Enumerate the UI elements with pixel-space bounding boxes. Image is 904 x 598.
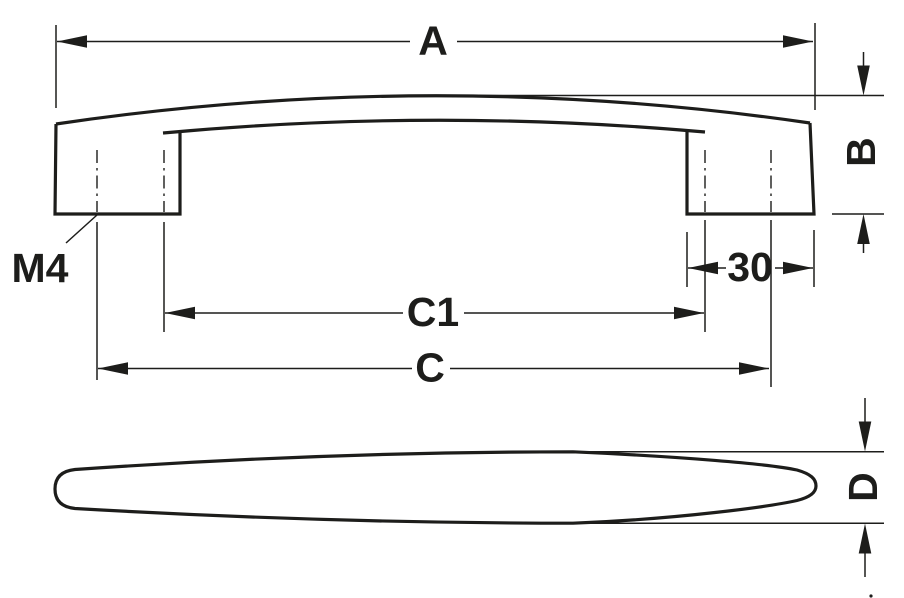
dim-D-arrow-bottom xyxy=(858,523,872,554)
m4-leader-line xyxy=(65,214,98,244)
dim-A-arrow-right xyxy=(783,35,813,48)
dimension-D: D xyxy=(573,398,886,577)
dim-30-arrow-left xyxy=(688,261,718,275)
dim-C-arrow-right xyxy=(739,362,769,375)
dimension-foot-width: 30 xyxy=(686,230,815,290)
thread-callout: M4 xyxy=(12,214,98,291)
left-mounting-foot xyxy=(53,123,182,216)
plan-view xyxy=(53,450,818,525)
dim-B-arrow-top xyxy=(857,65,870,96)
dimension-C1: C1 xyxy=(163,220,706,335)
dim-A-arrow-left xyxy=(57,35,87,48)
dim-C1-arrow-left xyxy=(165,306,195,320)
dimension-C: C xyxy=(96,220,772,391)
dimension-A: A xyxy=(55,18,816,110)
dim-B-label: B xyxy=(838,137,884,167)
dim-C1-label: C1 xyxy=(407,289,459,335)
dim-C-label: C xyxy=(415,345,445,391)
right-mounting-foot xyxy=(685,122,816,216)
dim-D-label: D xyxy=(840,472,886,502)
front-elevation xyxy=(53,94,816,216)
print-dot xyxy=(869,594,873,598)
m4-label: M4 xyxy=(12,245,69,291)
dim-D-arrow-top xyxy=(858,421,872,452)
dim-30-arrow-right xyxy=(783,261,813,275)
dim-30-label: 30 xyxy=(727,244,773,290)
handle-plan-outline xyxy=(53,450,818,525)
dimension-B: B xyxy=(430,52,884,253)
dim-C1-arrow-right xyxy=(674,306,704,320)
dim-C-arrow-left xyxy=(98,362,128,375)
dim-B-arrow-bottom xyxy=(857,214,870,244)
dim-A-label: A xyxy=(418,18,448,64)
handle-underside-edge xyxy=(162,118,706,135)
